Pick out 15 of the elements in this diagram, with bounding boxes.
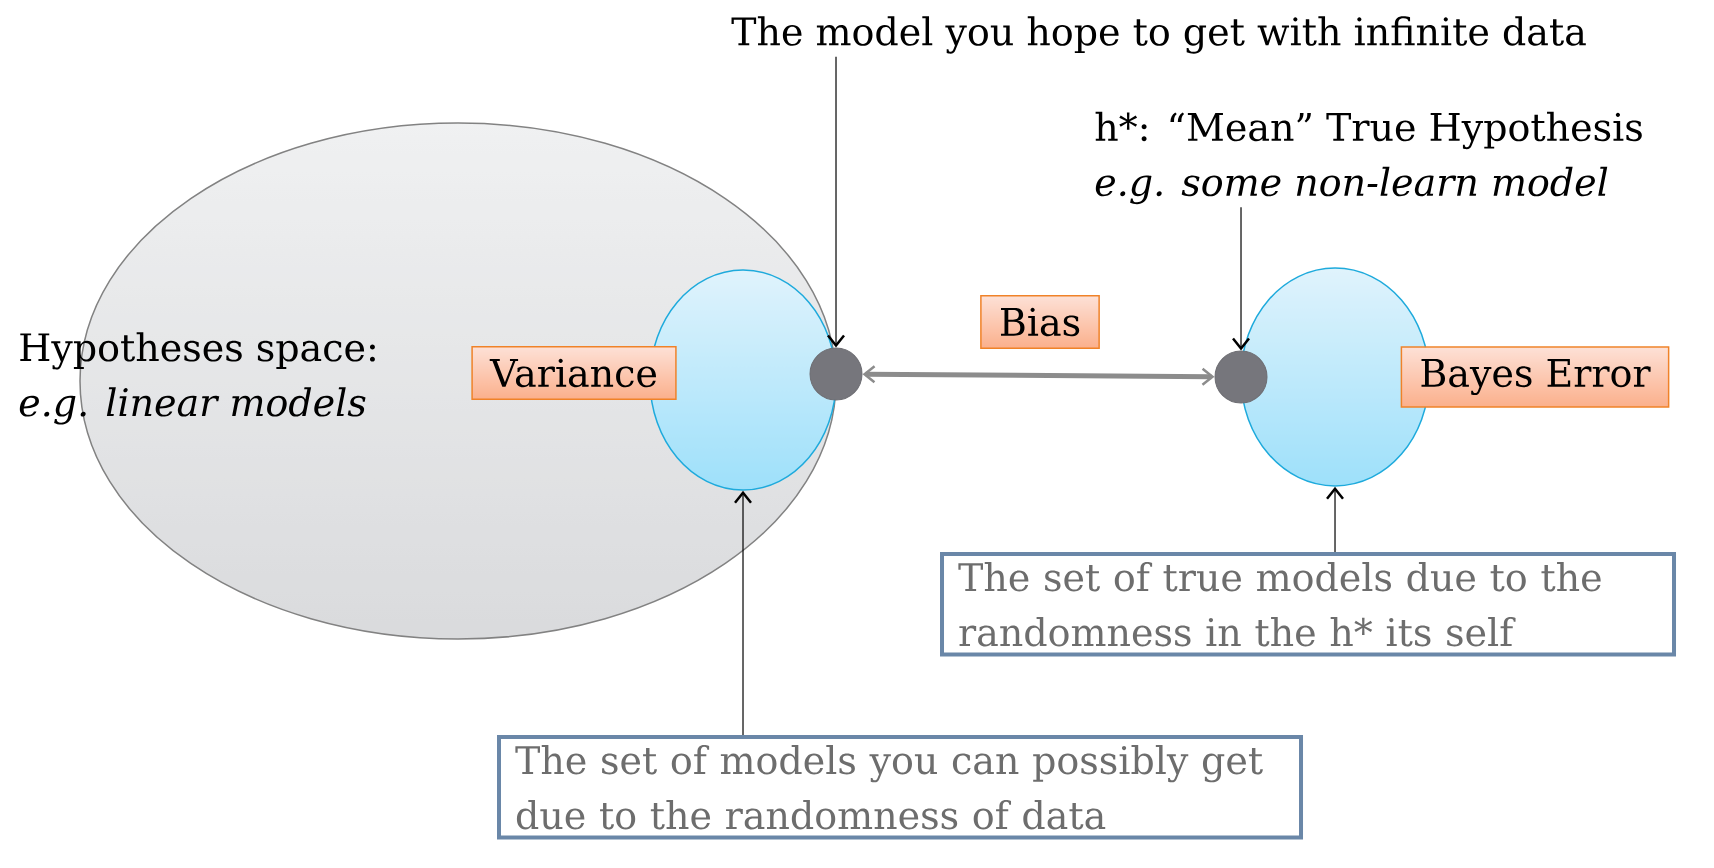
space-label: Hypotheses space: e.g. linear models (19, 332, 375, 425)
label-box: Bayes Error (1400, 346, 1670, 408)
model-dot (1214, 350, 1268, 404)
arrow (734, 490, 752, 736)
note-box: The set of true models due to the randomness in the h* its self (940, 552, 1676, 657)
annotation-text: h*: “Mean” True Hypothesis e.g. some non-learn model (1095, 111, 1642, 205)
note-box: The set of models you can possibly get due to the randomness of data (497, 735, 1303, 840)
model-dot (809, 347, 863, 401)
arrow (1232, 206, 1250, 351)
arrow (862, 365, 1215, 386)
label-box: Variance (471, 346, 677, 400)
label-box: Bias (980, 295, 1100, 349)
arrow (1326, 486, 1344, 553)
arrow (827, 56, 845, 348)
annotation-text: The model you hope to get with infinite data (731, 16, 1586, 54)
